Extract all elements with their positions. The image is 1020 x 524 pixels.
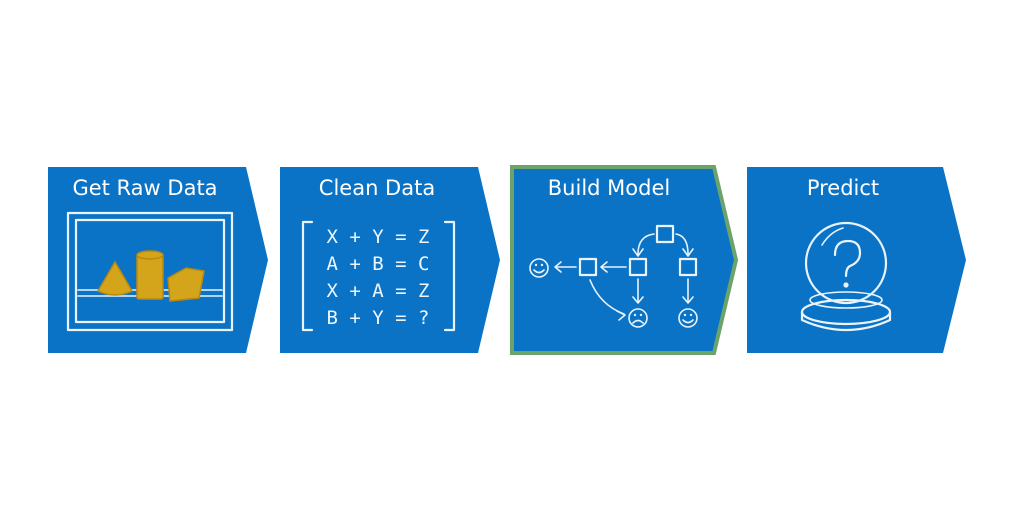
happy-face-icon: [529, 258, 549, 278]
crystal-ball-icon: [800, 221, 892, 332]
step-label: Clean Data: [319, 176, 435, 200]
step-label: Build Model: [548, 176, 670, 200]
raw-data-chart-icon: [66, 211, 234, 332]
matrix-row: A + B = C: [327, 253, 430, 275]
step-predict: Predict: [747, 167, 966, 353]
matrix-row: X + A = Z: [327, 280, 430, 302]
equation-matrix-icon: X + Y = Z A + B = C X + A = Z B + Y = ?: [301, 220, 456, 332]
sad-face-icon: [628, 308, 648, 328]
model-flow-icon: [529, 224, 698, 328]
happy-face-icon: [678, 308, 698, 328]
step-arrow-shape-highlighted: [510, 165, 739, 355]
step-build-model: Build Model: [510, 165, 739, 355]
matrix-row: B + Y = ?: [327, 307, 430, 329]
step-arrow-shape: [280, 167, 500, 353]
step-label: Get Raw Data: [72, 176, 217, 200]
step-get-raw-data: Get Raw Data: [48, 167, 268, 353]
step-clean-data: Clean Data X + Y = Z A + B = C X + A = Z…: [280, 167, 500, 353]
step-arrow-shape: [747, 167, 966, 353]
matrix-row: X + Y = Z: [327, 226, 430, 248]
step-label: Predict: [807, 176, 879, 200]
